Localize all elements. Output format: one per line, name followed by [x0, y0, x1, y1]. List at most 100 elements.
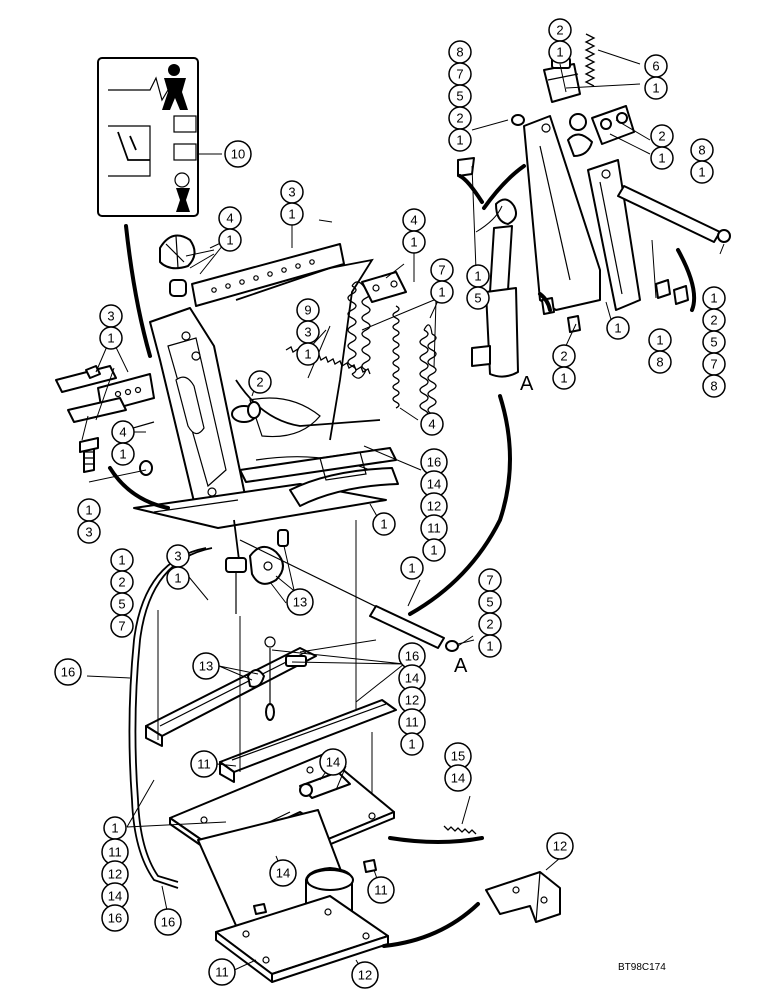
callout-4: 4 — [111, 420, 135, 444]
svg-text:12: 12 — [553, 839, 567, 854]
svg-text:14: 14 — [405, 671, 419, 686]
svg-text:1: 1 — [85, 503, 92, 518]
callout-5: 5 — [478, 590, 502, 614]
svg-text:7: 7 — [456, 67, 463, 82]
callout-14: 14 — [269, 859, 297, 887]
svg-text:1: 1 — [652, 81, 659, 96]
roller — [231, 383, 261, 423]
svg-text:2: 2 — [118, 575, 125, 590]
svg-text:5: 5 — [118, 597, 125, 612]
callout-1: 1 — [110, 548, 134, 572]
callout-7: 7 — [702, 352, 726, 376]
svg-text:10: 10 — [231, 147, 245, 162]
callout-4: 4 — [420, 412, 444, 436]
callout-11: 11 — [367, 876, 395, 904]
callout-14: 14 — [398, 664, 426, 692]
svg-text:7: 7 — [118, 619, 125, 634]
view-label-a-detail: A — [520, 373, 534, 395]
callout-4: 4 — [218, 206, 242, 230]
callout-1: 1 — [606, 316, 630, 340]
callout-2: 2 — [478, 612, 502, 636]
svg-text:16: 16 — [108, 911, 122, 926]
callout-1: 1 — [402, 230, 426, 254]
svg-text:2: 2 — [486, 617, 493, 632]
adjustment-rod — [239, 539, 475, 652]
svg-text:1: 1 — [658, 151, 665, 166]
svg-text:1: 1 — [111, 821, 118, 836]
svg-text:7: 7 — [438, 263, 445, 278]
svg-text:15: 15 — [451, 749, 465, 764]
callout-1: 1 — [218, 228, 242, 252]
callout-11: 11 — [101, 838, 129, 866]
leader-lines — [86, 119, 725, 976]
svg-text:16: 16 — [161, 915, 175, 930]
svg-text:1: 1 — [118, 553, 125, 568]
svg-text:5: 5 — [456, 89, 463, 104]
svg-text:8: 8 — [656, 355, 663, 370]
svg-text:13: 13 — [199, 659, 213, 674]
callout-7: 7 — [110, 614, 134, 638]
callout-3: 3 — [77, 520, 101, 544]
svg-text:1: 1 — [560, 371, 567, 386]
svg-text:1: 1 — [107, 331, 114, 346]
callout-11: 11 — [420, 514, 448, 542]
callout-1: 1 — [280, 202, 304, 226]
callout-1: 1 — [648, 328, 672, 352]
svg-text:1: 1 — [174, 571, 181, 586]
svg-text:14: 14 — [427, 477, 441, 492]
callout-13: 13 — [192, 652, 220, 680]
svg-text:16: 16 — [427, 455, 441, 470]
svg-text:2: 2 — [456, 111, 463, 126]
svg-text:1: 1 — [486, 639, 493, 654]
svg-text:14: 14 — [108, 889, 122, 904]
side-bracket — [485, 857, 561, 923]
svg-text:4: 4 — [410, 213, 417, 228]
left-side-brackets — [55, 365, 155, 476]
svg-text:11: 11 — [215, 965, 229, 980]
svg-text:1: 1 — [410, 235, 417, 250]
callout-1: 1 — [478, 634, 502, 658]
callout-2: 2 — [248, 370, 272, 394]
svg-text:3: 3 — [288, 185, 295, 200]
svg-text:1: 1 — [656, 333, 663, 348]
svg-text:2: 2 — [556, 23, 563, 38]
svg-text:2: 2 — [560, 349, 567, 364]
callout-2: 2 — [552, 344, 576, 368]
callout-5: 5 — [466, 286, 490, 310]
svg-text:7: 7 — [710, 357, 717, 372]
reference-arcs — [108, 164, 697, 948]
callout-1: 1 — [166, 566, 190, 590]
seat-pedestal — [197, 809, 389, 983]
control-cable — [128, 547, 213, 889]
svg-text:14: 14 — [276, 866, 290, 881]
callout-1: 1 — [400, 732, 424, 756]
svg-text:12: 12 — [108, 867, 122, 882]
svg-text:16: 16 — [405, 649, 419, 664]
drawing-code: BT98C174 — [618, 962, 666, 973]
callout-12: 12 — [101, 860, 129, 888]
callout-12: 12 — [351, 961, 379, 989]
svg-text:16: 16 — [61, 665, 75, 680]
svg-text:1: 1 — [119, 447, 126, 462]
svg-text:14: 14 — [451, 771, 465, 786]
callout-7: 7 — [430, 258, 454, 282]
svg-text:3: 3 — [304, 325, 311, 340]
callout-16: 16 — [420, 448, 448, 476]
callout-2: 2 — [448, 106, 472, 130]
callout-12: 12 — [546, 832, 574, 860]
svg-text:4: 4 — [119, 425, 126, 440]
callout-12: 12 — [420, 492, 448, 520]
svg-text:1: 1 — [304, 347, 311, 362]
svg-text:1: 1 — [438, 285, 445, 300]
callout-7: 7 — [448, 62, 472, 86]
callout-1: 1 — [548, 40, 572, 64]
svg-text:11: 11 — [405, 715, 419, 730]
spring-bracket — [361, 263, 419, 421]
svg-text:1: 1 — [698, 165, 705, 180]
callout-10: 10 — [224, 140, 252, 168]
callout-8: 8 — [448, 40, 472, 64]
svg-text:1: 1 — [226, 233, 233, 248]
lower-slide-rails — [145, 520, 397, 820]
callout-12: 12 — [398, 686, 426, 714]
